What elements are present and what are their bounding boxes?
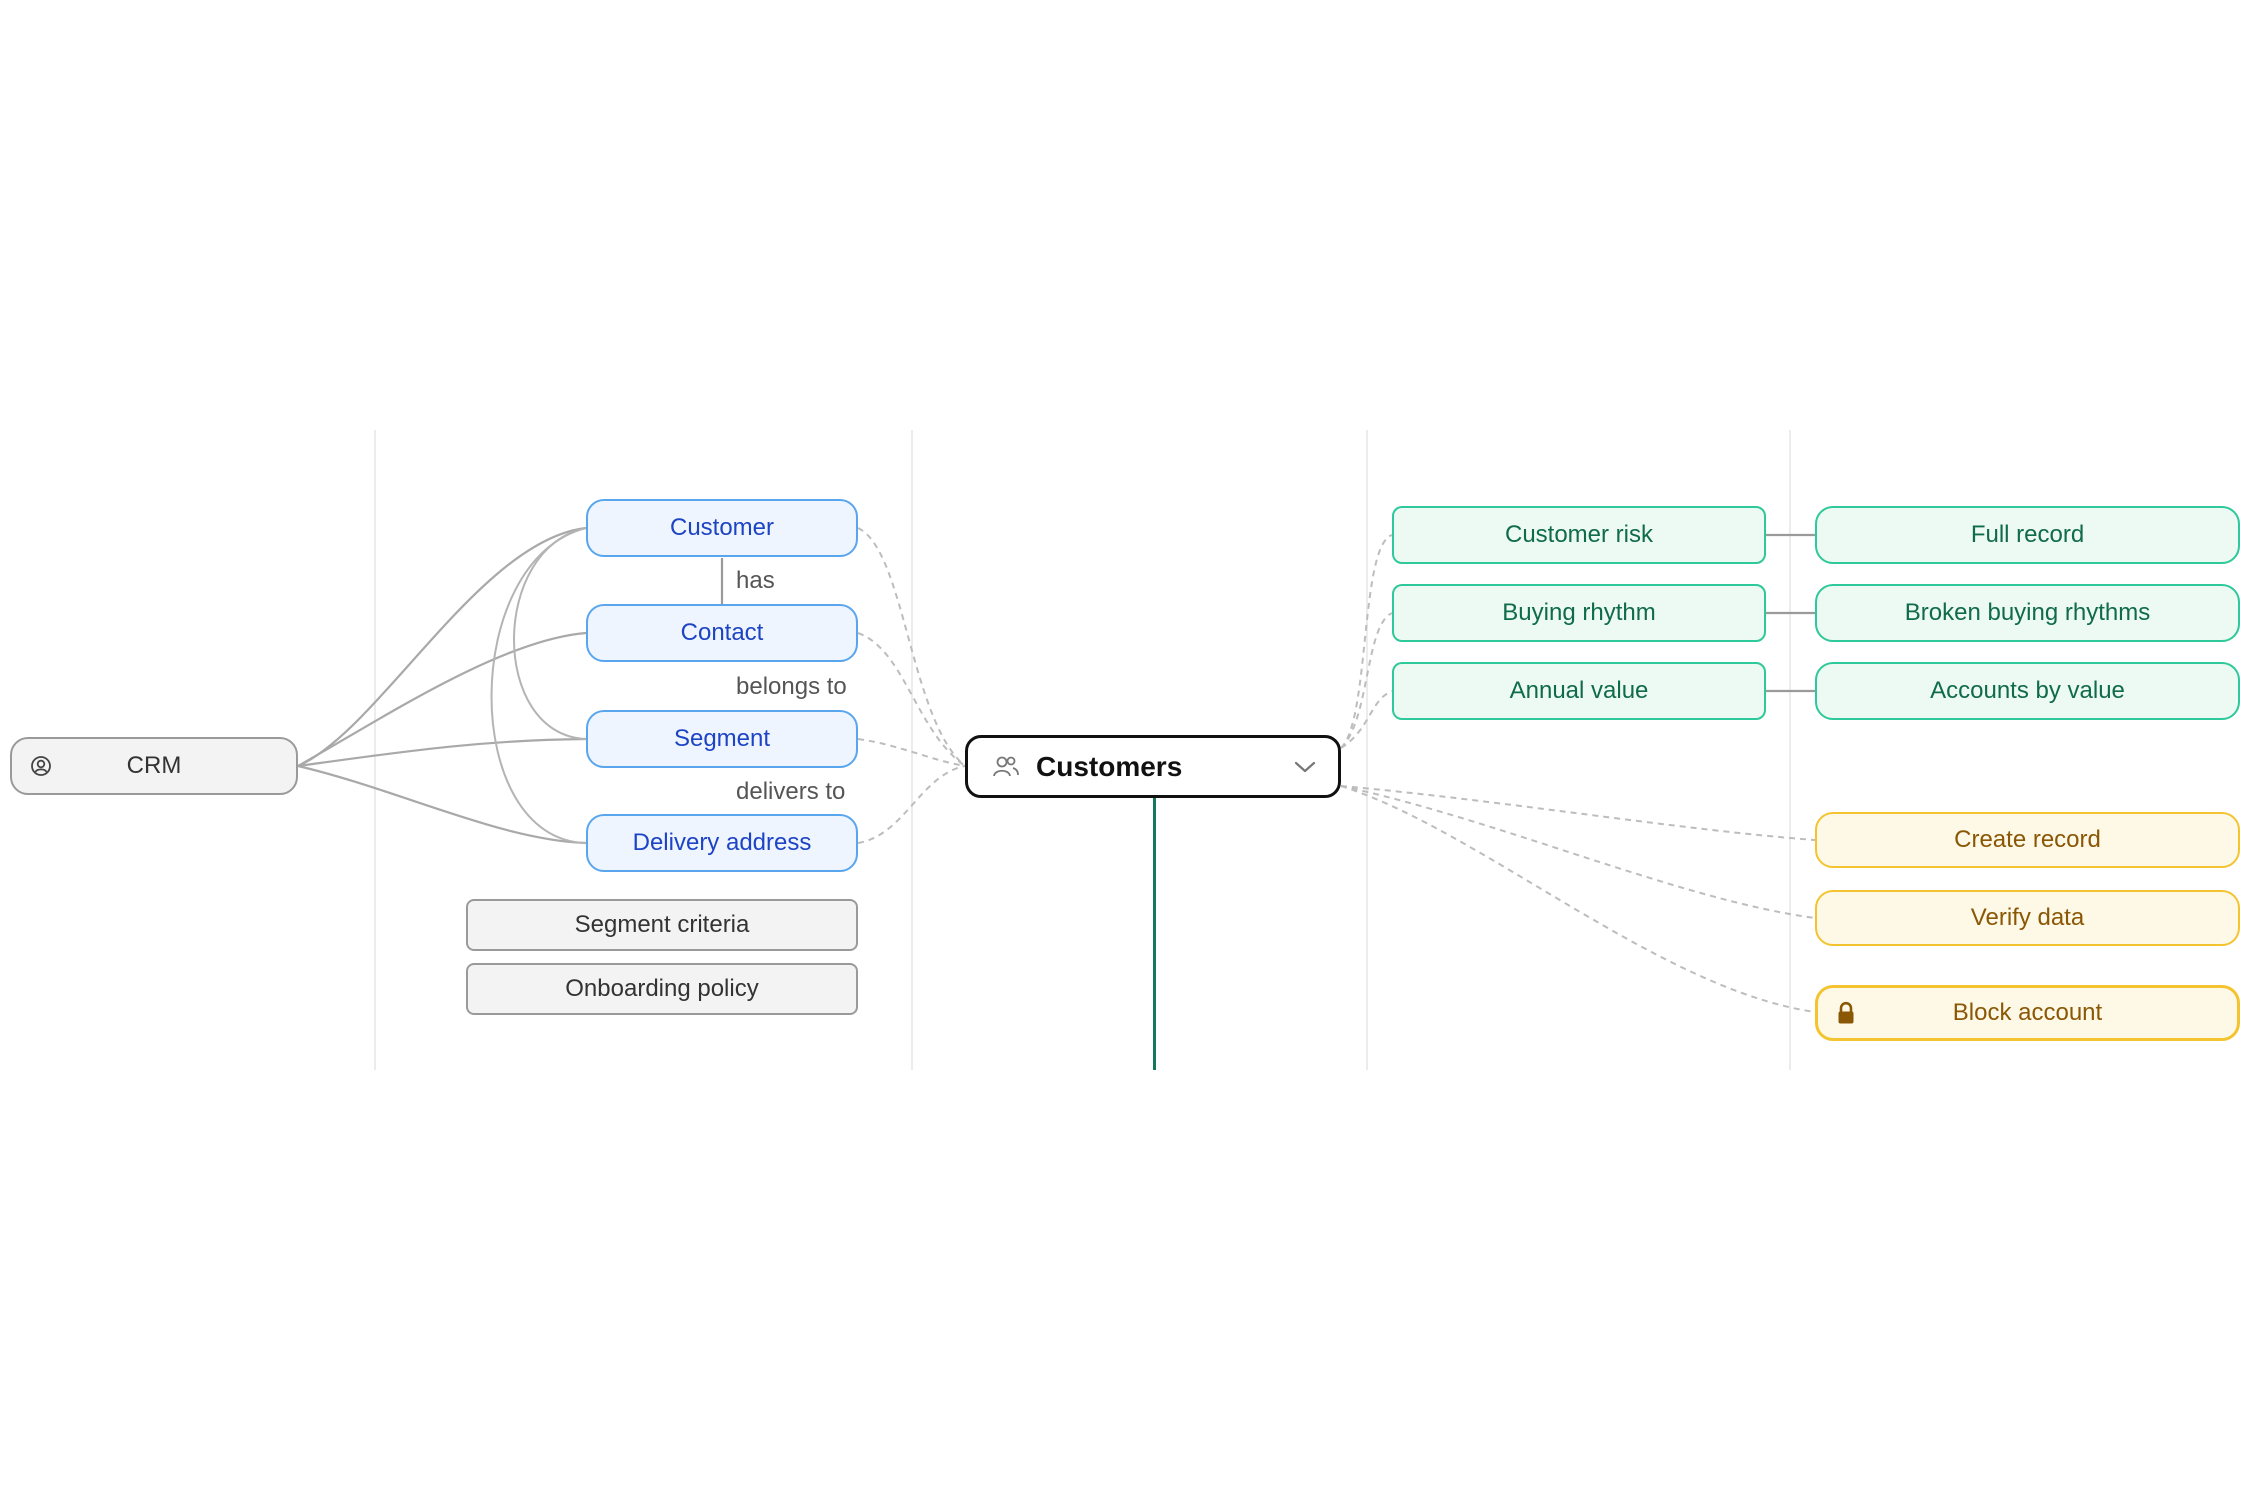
chevron-down-icon[interactable] — [1294, 760, 1316, 774]
main-node-customers[interactable]: Customers — [965, 735, 1341, 798]
view-node-label: Broken buying rhythms — [1904, 599, 2151, 626]
connector-crm-contact — [297, 631, 587, 767]
metric-node-annual-value[interactable]: Annual value — [1392, 662, 1766, 720]
source-connectors — [297, 526, 587, 845]
entity-node-label: Contact — [680, 619, 764, 646]
connector-main-create-record — [1340, 785, 1816, 841]
entity-loops — [490, 527, 587, 844]
connector-main-verify-data — [1340, 785, 1816, 919]
entity-node-delivery-address[interactable]: Delivery address — [586, 814, 858, 872]
view-node-broken-buying-rhythms[interactable]: Broken buying rhythms — [1815, 584, 2240, 642]
entity-node-label: Customer — [669, 514, 775, 541]
main-to-action-connectors — [1340, 785, 1816, 1013]
relation-label-delivers-to: delivers to — [736, 778, 846, 805]
metric-node-buying-rhythm[interactable]: Buying rhythm — [1392, 584, 1766, 642]
connector-crm-segment — [297, 737, 587, 768]
view-node-accounts-by-value[interactable]: Accounts by value — [1815, 662, 2240, 720]
action-node-verify-data[interactable]: Verify data — [1815, 890, 2240, 946]
users-icon — [992, 754, 1020, 780]
loop-customer-segment — [513, 527, 587, 740]
connector-crm-customer — [297, 526, 587, 768]
action-node-label: Create record — [1954, 826, 2101, 853]
entity-node-segment[interactable]: Segment — [586, 710, 858, 768]
document-node-label: Segment criteria — [574, 911, 750, 938]
action-node-block-account[interactable]: Block account — [1815, 985, 2240, 1041]
relation-label-belongs-to: belongs to — [736, 673, 847, 700]
view-node-full-record[interactable]: Full record — [1815, 506, 2240, 564]
metric-node-label: Buying rhythm — [1502, 599, 1656, 626]
column-divider — [1366, 430, 1368, 1070]
view-node-label: Accounts by value — [1930, 677, 2125, 704]
metric-node-label: Annual value — [1509, 677, 1649, 704]
connector-main-block-account — [1340, 785, 1816, 1013]
document-node-onboarding-policy[interactable]: Onboarding policy — [466, 963, 858, 1015]
source-node-crm[interactable]: CRM — [10, 737, 298, 795]
column-divider — [911, 430, 913, 1070]
main-trunk-line — [1153, 798, 1156, 1070]
document-node-label: Onboarding policy — [565, 975, 759, 1002]
document-node-segment-criteria[interactable]: Segment criteria — [466, 899, 858, 951]
column-divider — [374, 430, 376, 1070]
entity-node-contact[interactable]: Contact — [586, 604, 858, 662]
entity-node-label: Delivery address — [632, 829, 812, 856]
relation-label-has: has — [736, 567, 775, 594]
entity-node-label: Segment — [673, 725, 771, 752]
column-divider — [1789, 430, 1791, 1070]
main-node-label: Customers — [1036, 750, 1183, 782]
view-node-label: Full record — [1970, 521, 2085, 548]
source-node-label: CRM — [126, 752, 182, 779]
connector-crm-delivery — [297, 764, 587, 845]
user-circle-icon — [30, 755, 52, 777]
metric-node-customer-risk[interactable]: Customer risk — [1392, 506, 1766, 564]
loop-customer-delivery — [490, 527, 587, 844]
metric-node-label: Customer risk — [1504, 521, 1654, 548]
action-node-label: Block account — [1952, 999, 2103, 1026]
lock-icon — [1836, 1001, 1856, 1025]
action-node-label: Verify data — [1970, 904, 2085, 931]
entity-node-customer[interactable]: Customer — [586, 499, 858, 557]
action-node-create-record[interactable]: Create record — [1815, 812, 2240, 868]
